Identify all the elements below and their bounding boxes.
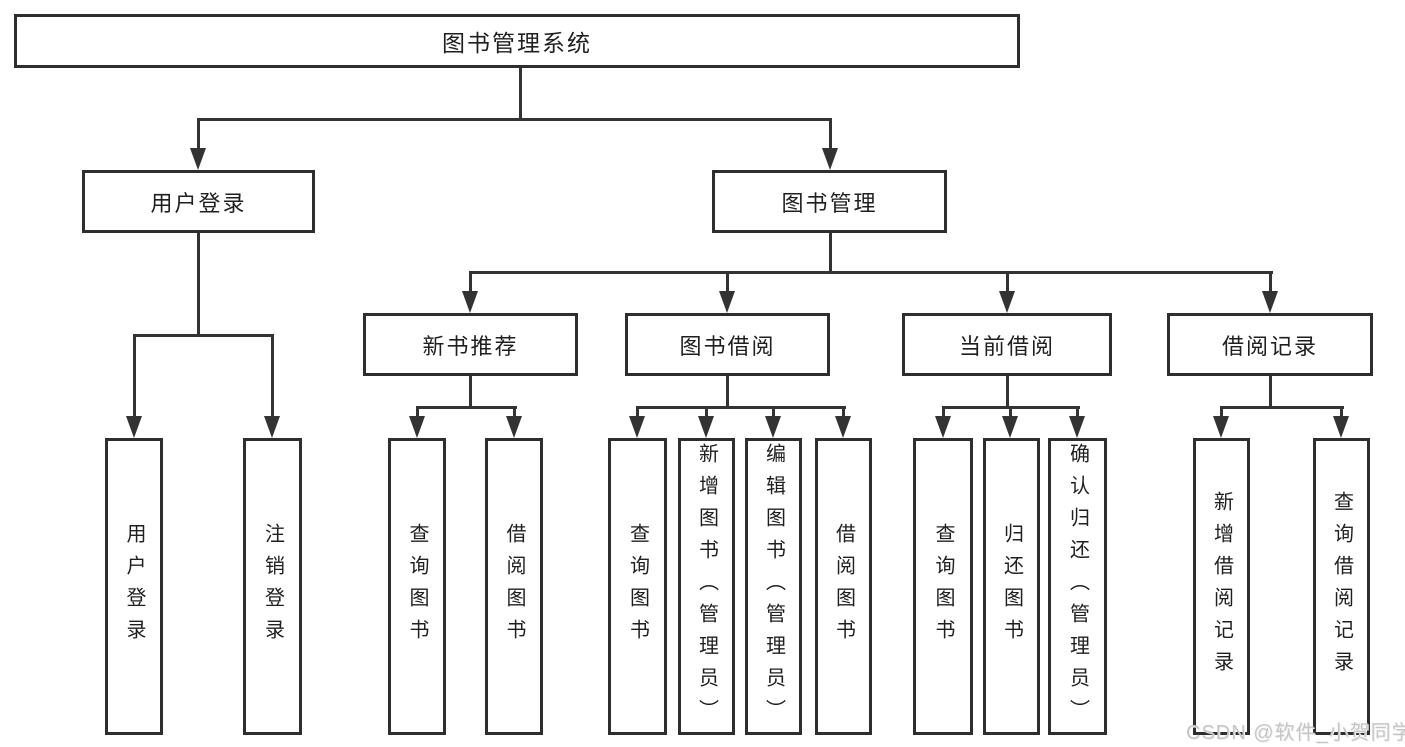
- arrowhead-down-icon: [719, 291, 735, 313]
- arrowhead-down-icon: [765, 416, 781, 438]
- node-label: 图书管理: [781, 190, 878, 216]
- arrowhead-down-icon: [126, 416, 142, 438]
- leaf-label: 查询借阅记录: [1330, 490, 1353, 683]
- connector-leaf-stem: [1340, 406, 1343, 418]
- arrowhead-down-icon: [629, 416, 645, 438]
- leaf-confirm-return-admin: 确认归还（管理员）: [1048, 438, 1107, 735]
- leaf-label: 新增借阅记录: [1210, 490, 1233, 683]
- connector-leaf-stem: [636, 406, 639, 418]
- leaf-borrow-books-recommend: 借阅图书: [485, 438, 543, 735]
- connector-group-stem: [1269, 271, 1272, 293]
- arrowhead-down-icon: [698, 416, 714, 438]
- leaf-user-login: 用户登录: [105, 438, 163, 735]
- leaf-label: 注销登录: [261, 522, 284, 651]
- connector-leaf-stem: [705, 406, 708, 418]
- leaf-label: 查询图书: [932, 522, 954, 651]
- connector-leaf-stem: [1076, 406, 1079, 418]
- node-label: 新书推荐: [422, 333, 519, 359]
- arrowhead-down-icon: [190, 148, 206, 170]
- leaf-add-book-admin: 新增图书（管理员）: [678, 438, 735, 735]
- leaf-label: 确认归还（管理员）: [1066, 442, 1089, 731]
- connector-leaf-stem: [271, 334, 274, 416]
- node-user-login: 用户登录: [82, 170, 315, 233]
- leaf-query-books-current: 查询图书: [913, 438, 973, 735]
- arrowhead-down-icon: [462, 291, 478, 313]
- connector-group-stem: [469, 271, 472, 293]
- connector-user-login-down: [197, 233, 200, 337]
- arrowhead-down-icon: [409, 416, 425, 438]
- arrowhead-down-icon: [1213, 416, 1229, 438]
- arrowhead-down-icon: [999, 291, 1015, 313]
- arrowhead-down-icon: [1069, 416, 1085, 438]
- arrowhead-down-icon: [1002, 416, 1018, 438]
- node-label: 借阅记录: [1221, 333, 1318, 359]
- leaf-label: 编辑图书（管理员）: [762, 442, 785, 731]
- connector-leaf-rail: [416, 406, 517, 409]
- connector-root-stem: [519, 68, 522, 121]
- node-new-book-recommendation: 新书推荐: [363, 313, 578, 376]
- arrowhead-down-icon: [264, 416, 280, 438]
- connector-book-management-stem: [829, 118, 832, 150]
- arrowhead-down-icon: [822, 148, 838, 170]
- connector-group-stem: [726, 271, 729, 293]
- connector-group-down: [1006, 376, 1009, 409]
- node-book-management: 图书管理: [712, 170, 947, 233]
- connector-user-login-rail: [133, 334, 274, 337]
- leaf-add-borrow-record: 新增借阅记录: [1193, 438, 1250, 735]
- leaf-label: 查询图书: [626, 522, 649, 651]
- arrowhead-down-icon: [835, 416, 851, 438]
- connector-leaf-rail: [636, 406, 846, 409]
- node-borrowing-records: 借阅记录: [1167, 313, 1373, 376]
- leaf-label: 查询图书: [406, 522, 428, 651]
- connector-leaf-stem: [942, 406, 945, 418]
- leaf-label: 用户登录: [123, 522, 145, 651]
- connector-group-down: [726, 376, 729, 409]
- leaf-label: 新增图书（管理员）: [695, 442, 718, 731]
- connector-leaf-stem: [416, 406, 419, 418]
- connector-user-login-stem: [197, 118, 200, 150]
- node-label: 用户登录: [150, 190, 247, 216]
- connector-group-stem: [1006, 271, 1009, 293]
- node-label: 图书管理系统: [442, 30, 592, 56]
- connector-level2-rail: [197, 118, 832, 121]
- leaf-edit-book-admin: 编辑图书（管理员）: [745, 438, 802, 735]
- connector-leaf-stem: [1220, 406, 1223, 418]
- arrowhead-down-icon: [506, 416, 522, 438]
- arrowhead-down-icon: [935, 416, 951, 438]
- connector-book-management-down: [829, 233, 832, 274]
- connector-leaf-stem: [513, 406, 516, 418]
- leaf-borrow-books: 借阅图书: [815, 438, 872, 735]
- connector-leaf-stem: [842, 406, 845, 418]
- leaf-query-borrow-record: 查询借阅记录: [1313, 438, 1370, 735]
- node-current-borrowing: 当前借阅: [902, 313, 1112, 376]
- node-library-management-system: 图书管理系统: [14, 14, 1020, 68]
- node-label: 当前借阅: [958, 333, 1055, 359]
- connector-leaf-stem: [1009, 406, 1012, 418]
- connector-level3-rail: [469, 271, 1273, 274]
- node-book-borrowing: 图书借阅: [625, 313, 830, 376]
- leaf-query-books-borrowing: 查询图书: [608, 438, 667, 735]
- connector-group-down: [1269, 376, 1272, 409]
- arrowhead-down-icon: [1333, 416, 1349, 438]
- arrowhead-down-icon: [1262, 291, 1278, 313]
- leaf-return-book: 归还图书: [983, 438, 1040, 735]
- connector-group-down: [469, 376, 472, 409]
- leaf-label: 归还图书: [1000, 522, 1023, 651]
- csdn-watermark: CSDN @软件_小贺同学: [1186, 722, 1405, 744]
- leaf-label: 借阅图书: [832, 522, 855, 651]
- connector-leaf-stem: [133, 334, 136, 416]
- leaf-query-books-recommend: 查询图书: [388, 438, 446, 735]
- connector-leaf-rail: [1220, 406, 1344, 409]
- leaf-logout: 注销登录: [243, 438, 302, 735]
- connector-leaf-stem: [772, 406, 775, 418]
- node-label: 图书借阅: [679, 333, 776, 359]
- leaf-label: 借阅图书: [503, 522, 525, 651]
